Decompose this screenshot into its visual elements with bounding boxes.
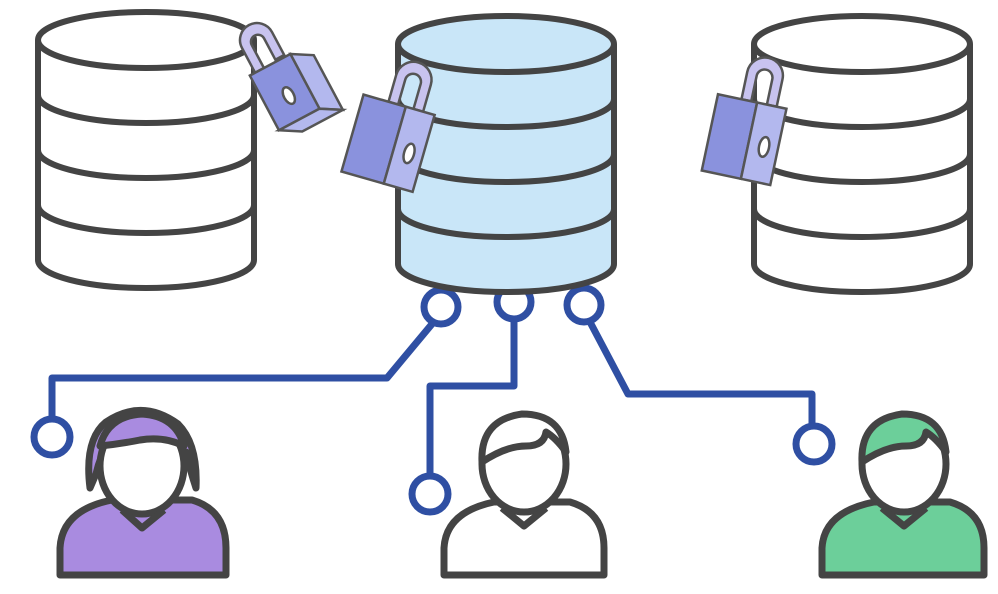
connector-node — [30, 415, 74, 459]
connector-lines — [48, 314, 816, 482]
connector-node — [563, 284, 605, 326]
male-user-icon — [440, 410, 608, 579]
connector-node — [420, 286, 462, 328]
padlock-icon — [700, 56, 788, 187]
connector-nodes — [30, 281, 836, 516]
connector-node — [408, 472, 452, 516]
male-user-icon — [818, 410, 988, 579]
padlock-icon — [238, 21, 348, 133]
database-center-icon — [398, 16, 614, 292]
female-user-icon — [56, 407, 230, 579]
database-right-icon — [754, 16, 970, 292]
connector-node — [792, 422, 836, 466]
padlock-icon — [339, 60, 437, 194]
connector-line-center — [426, 316, 518, 482]
connector-line-right — [586, 318, 816, 432]
connector-line-left — [48, 314, 441, 424]
database-left-icon — [38, 12, 254, 288]
